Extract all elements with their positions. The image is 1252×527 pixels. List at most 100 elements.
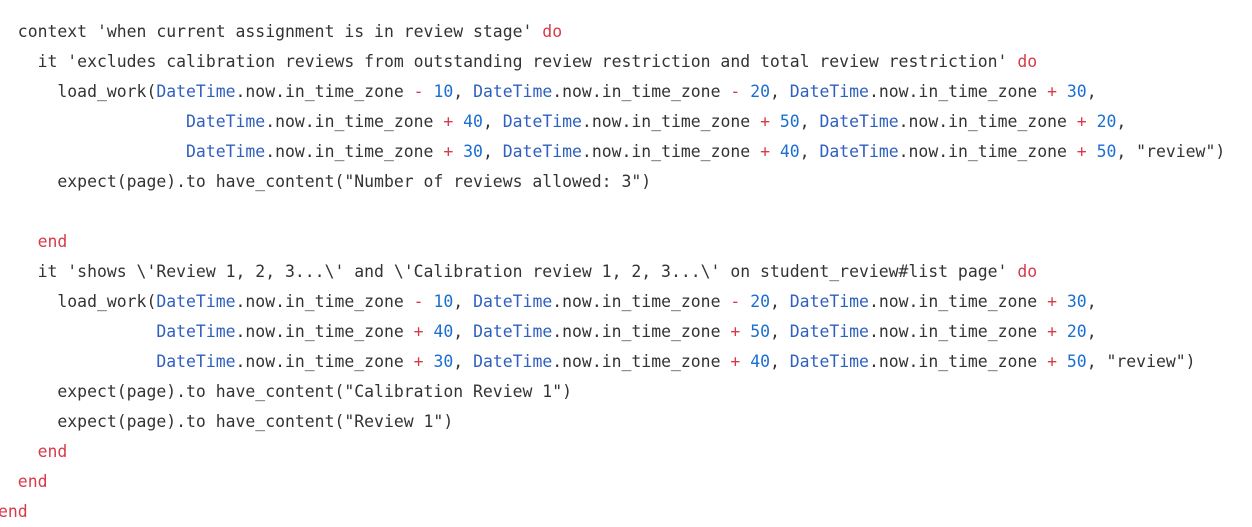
operator-token: + <box>1047 352 1057 371</box>
number-token: 10 <box>433 82 454 101</box>
code-block: context 'when current assignment is in r… <box>0 17 1225 527</box>
number-token: 20 <box>750 82 770 101</box>
number-token: 30 <box>1066 292 1087 311</box>
operator-token: + <box>760 112 770 131</box>
keyword-token: end <box>17 472 48 491</box>
text-token <box>1057 322 1067 341</box>
constant-token: DateTime <box>502 112 582 131</box>
text-token: it 'shows \'Review 1, 2, 3...\' and \'Ca… <box>0 262 1018 281</box>
text-token: , <box>482 142 503 161</box>
number-token: 30 <box>463 142 483 161</box>
code-line: DateTime.now.in_time_zone + 30, DateTime… <box>0 137 1225 167</box>
text-token: , <box>799 112 820 131</box>
text-token <box>740 352 750 371</box>
text-token: .now.in_time_zone <box>552 352 731 371</box>
constant-token: DateTime <box>473 322 553 341</box>
operator-token: + <box>760 142 770 161</box>
text-token: , "review") <box>1116 142 1226 161</box>
number-token: 10 <box>433 292 454 311</box>
constant-token: DateTime <box>156 352 236 371</box>
keyword-token: end <box>37 232 68 251</box>
text-token <box>0 472 18 491</box>
code-line: expect(page).to have_content("Calibratio… <box>0 377 1225 407</box>
text-token: .now.in_time_zone <box>552 82 731 101</box>
code-line: end <box>0 497 1225 527</box>
text-token: , <box>769 322 790 341</box>
number-token: 20 <box>1066 322 1087 341</box>
text-token <box>0 112 186 131</box>
code-line: load_work(DateTime.now.in_time_zone - 10… <box>0 287 1225 317</box>
text-token: it 'excludes calibration reviews from ou… <box>0 52 1018 71</box>
text-token: .now.in_time_zone <box>235 322 414 341</box>
text-token: expect(page).to have_content("Number of … <box>0 172 652 191</box>
text-token <box>0 352 156 371</box>
code-line <box>0 197 1225 227</box>
text-token: .now.in_time_zone <box>868 292 1048 311</box>
code-line: expect(page).to have_content("Number of … <box>0 167 1225 197</box>
code-line: expect(page).to have_content("Review 1") <box>0 407 1225 437</box>
text-token: , <box>453 352 474 371</box>
constant-token: DateTime <box>789 352 869 371</box>
text-token: .now.in_time_zone <box>235 292 414 311</box>
keyword-token: do <box>542 22 563 41</box>
constant-token: DateTime <box>473 82 553 101</box>
text-token: .now.in_time_zone <box>868 352 1048 371</box>
text-token: .now.in_time_zone <box>552 322 731 341</box>
constant-token: DateTime <box>789 322 869 341</box>
code-line: context 'when current assignment is in r… <box>0 17 1225 47</box>
number-token: 40 <box>463 112 483 131</box>
text-token: , <box>1086 292 1097 311</box>
number-token: 20 <box>750 292 770 311</box>
operator-token: - <box>413 292 424 311</box>
text-token: , <box>769 352 790 371</box>
text-token <box>424 352 434 371</box>
code-line: load_work(DateTime.now.in_time_zone - 10… <box>0 77 1225 107</box>
text-token <box>1057 352 1067 371</box>
text-token <box>740 322 750 341</box>
keyword-token: end <box>37 442 68 461</box>
text-token: context 'when current assignment is in r… <box>0 22 543 41</box>
constant-token: DateTime <box>502 142 582 161</box>
text-token: .now.in_time_zone <box>235 352 414 371</box>
text-token: .now.in_time_zone <box>868 82 1048 101</box>
text-token <box>770 112 780 131</box>
number-token: 50 <box>779 112 800 131</box>
text-token: expect(page).to have_content("Calibratio… <box>0 382 572 401</box>
number-token: 40 <box>433 322 454 341</box>
text-token: .now.in_time_zone <box>898 112 1077 131</box>
number-token: 50 <box>750 322 770 341</box>
code-line: it 'shows \'Review 1, 2, 3...\' and \'Ca… <box>0 257 1225 287</box>
text-token: , <box>769 82 790 101</box>
text-token: .now.in_time_zone <box>581 112 761 131</box>
constant-token: DateTime <box>156 82 236 101</box>
text-token: .now.in_time_zone <box>552 292 731 311</box>
constant-token: DateTime <box>819 142 899 161</box>
text-token <box>1087 142 1097 161</box>
operator-token: + <box>1076 112 1087 131</box>
text-token: .now.in_time_zone <box>868 322 1048 341</box>
text-token: , <box>1086 322 1097 341</box>
operator-token: + <box>1047 292 1057 311</box>
text-token: load_work( <box>0 82 157 101</box>
text-token <box>453 112 463 131</box>
text-token <box>0 142 186 161</box>
text-token: .now.in_time_zone <box>898 142 1077 161</box>
text-token: , <box>453 292 474 311</box>
text-token <box>424 322 434 341</box>
operator-token: - <box>413 82 424 101</box>
number-token: 40 <box>750 352 770 371</box>
text-token: , <box>799 142 820 161</box>
operator-token: + <box>1076 142 1087 161</box>
keyword-token: do <box>1017 52 1038 71</box>
operator-token: + <box>443 142 454 161</box>
text-token <box>740 82 750 101</box>
constant-token: DateTime <box>156 322 236 341</box>
code-line: DateTime.now.in_time_zone + 40, DateTime… <box>0 107 1225 137</box>
constant-token: DateTime <box>819 112 899 131</box>
text-token <box>1087 112 1097 131</box>
number-token: 30 <box>1066 82 1087 101</box>
constant-token: DateTime <box>473 292 553 311</box>
text-token: .now.in_time_zone <box>265 142 444 161</box>
number-token: 20 <box>1096 112 1117 131</box>
text-token: , <box>482 112 503 131</box>
